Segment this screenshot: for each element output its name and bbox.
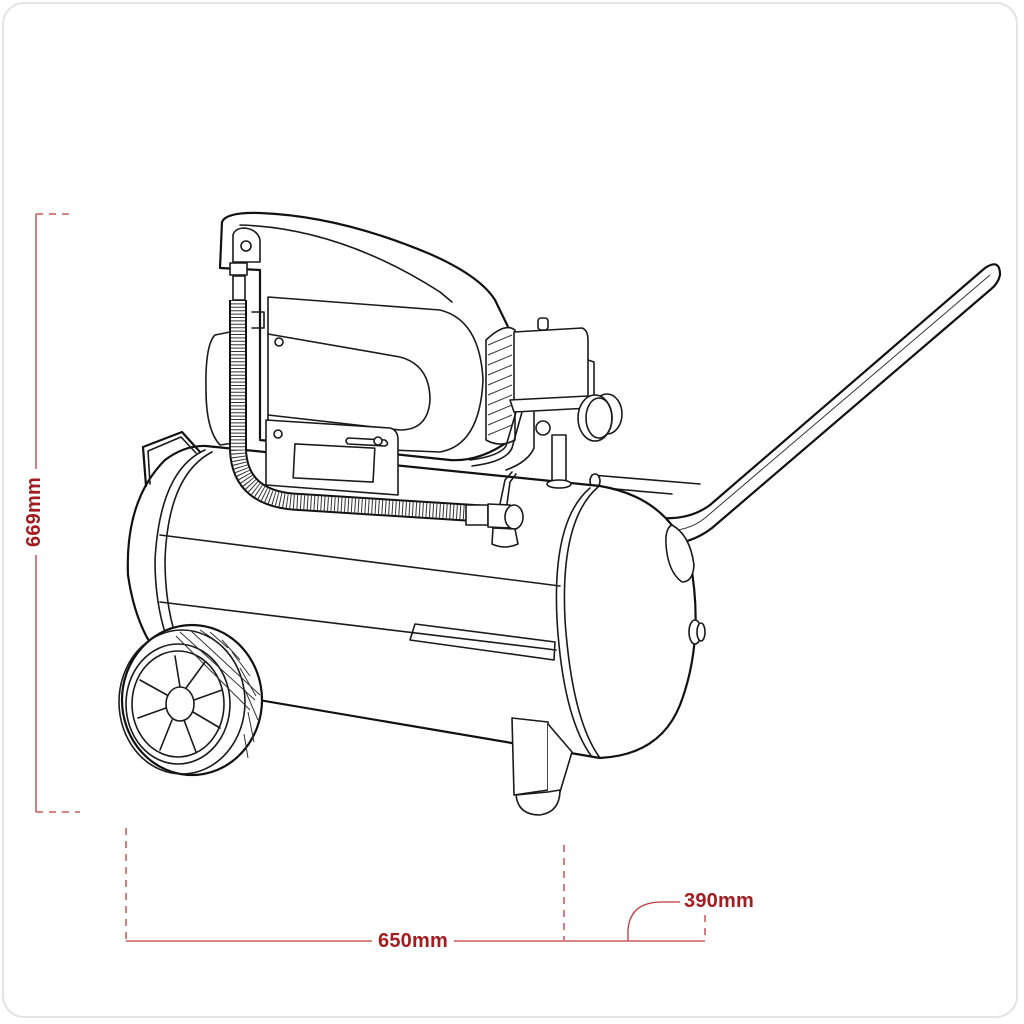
dimension-label-depth: 390mm: [684, 890, 754, 912]
braided-hose: [229, 275, 491, 523]
pressure-switch: [469, 317, 595, 489]
motor-shroud: [205, 211, 516, 496]
dimension-depth-callout: [627, 901, 680, 941]
outlet-coupler: [465, 471, 524, 548]
rear-carry-handle: [141, 430, 202, 488]
dimension-width-lines: [125, 828, 706, 942]
dimension-label-height: 669mm: [23, 469, 45, 555]
dimension-label-width: 650mm: [372, 931, 454, 951]
pressure-gauges: [577, 393, 623, 442]
wheel: [118, 623, 264, 777]
air-tank: [126, 444, 706, 816]
